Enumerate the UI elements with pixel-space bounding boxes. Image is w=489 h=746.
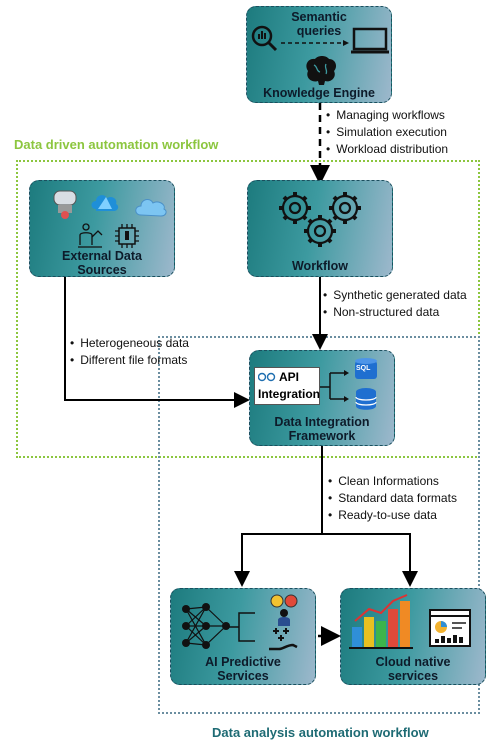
database-icon [355, 388, 377, 410]
api-integration-card: API Integration [254, 367, 320, 405]
dashed-link [281, 40, 349, 46]
integration-label-1: Data Integration [274, 415, 370, 429]
external-bullet-1: Heterogeneous data [70, 335, 189, 352]
ke-title-top: Semantic [291, 10, 347, 24]
monitor-icon [351, 27, 389, 54]
ai-predictive-services-box: AI Predictive Services [170, 588, 316, 685]
sensor-icon [53, 190, 77, 219]
ke-title-top2: queries [296, 24, 342, 38]
branch-to-cloud-arrow [322, 533, 418, 587]
workflow-bullets: Synthetic generated data Non-structured … [323, 287, 467, 321]
knowledge-engine-box: Semantic queries Knowledge Engine [246, 6, 392, 103]
external-to-integration-arrow [64, 277, 250, 408]
api-branch-lines [320, 370, 349, 402]
data-driven-frame [16, 160, 480, 458]
ke-bullet-1: Managing workflows [326, 107, 448, 124]
integration-bullet-2: Standard data formats [328, 490, 457, 507]
brain-icon [306, 56, 337, 85]
person-decision-icon [270, 594, 298, 626]
ke-bullet-2: Simulation execution [326, 124, 448, 141]
ke-bullets: Managing workflows Simulation execution … [326, 107, 448, 158]
ai-label-1: AI Predictive [205, 655, 281, 669]
azure-cloud-icon [91, 195, 119, 211]
gears-icon [279, 192, 361, 247]
external-label-2: Sources [77, 263, 127, 277]
dashboard-icon [429, 609, 471, 647]
external-bullets: Heterogeneous data Different file format… [70, 335, 189, 369]
integration-label-2: Framework [288, 429, 356, 443]
bar-chart-icon [349, 594, 413, 649]
external-bullet-2: Different file formats [70, 352, 189, 369]
chip-icon [115, 224, 139, 248]
cloud-native-services-box: Cloud native services [340, 588, 486, 685]
ke-bullet-3: Workload distribution [326, 141, 448, 158]
ai-label-2: Services [217, 669, 269, 683]
api-icon [258, 372, 276, 382]
external-data-sources-box: External Data Sources [29, 180, 175, 277]
hand-plus-icon [269, 628, 298, 651]
sql-database-icon [355, 358, 377, 379]
ke-title-bottom: Knowledge Engine [263, 86, 375, 100]
workflow-box: Workflow [247, 180, 393, 277]
integration-bullet-3: Ready-to-use data [328, 507, 457, 524]
integration-bullet-1: Clean Informations [328, 473, 457, 490]
api-label-2: Integration [258, 387, 320, 401]
data-driven-title: Data driven automation workflow [14, 137, 219, 152]
cloud-label-1: Cloud native [375, 655, 451, 669]
workflow-bullet-2: Non-structured data [323, 304, 467, 321]
search-chart-icon [251, 25, 278, 52]
branch-to-ai-arrow [234, 533, 322, 587]
workflow-label: Workflow [291, 259, 349, 273]
cloud-icon [135, 198, 167, 217]
workflow-bullet-1: Synthetic generated data [323, 287, 466, 304]
neural-network-icon [182, 603, 230, 649]
data-analysis-title: Data analysis automation workflow [212, 725, 429, 740]
api-label-1: API [279, 370, 300, 384]
cloud-label-2: services [387, 669, 439, 683]
branch-lines [229, 612, 255, 642]
integration-bullets: Clean Informations Standard data formats… [328, 473, 457, 524]
sql-label: SQL [356, 365, 371, 372]
data-integration-framework-box: API Integration SQL Data Integration Fra… [249, 350, 395, 446]
external-label-1: External Data [62, 249, 142, 263]
robot-icon [78, 223, 103, 248]
